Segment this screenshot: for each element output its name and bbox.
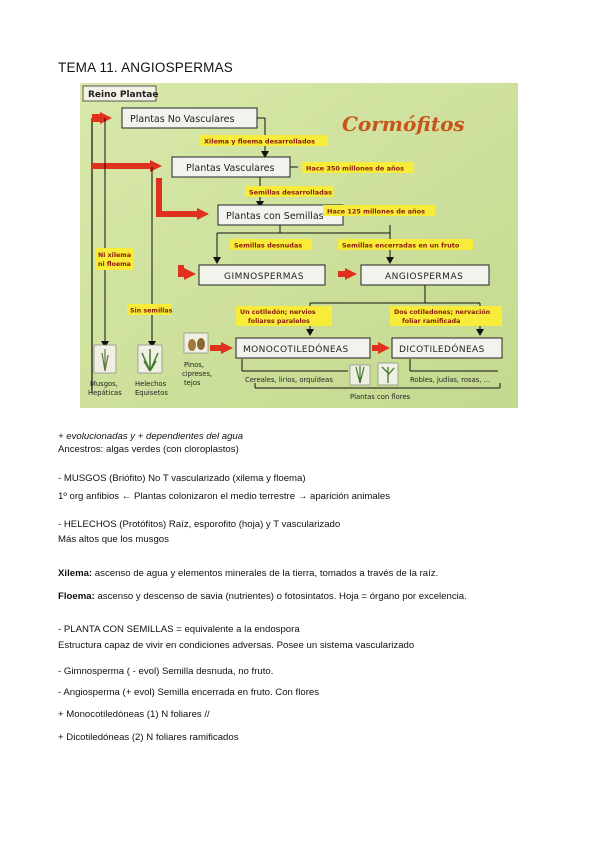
arrow-no-vasc-icon xyxy=(100,112,112,124)
line-helechos-2: Más altos que los musgos xyxy=(58,534,169,545)
svg-text:Equisetos: Equisetos xyxy=(135,389,168,397)
svg-text:Musgos,: Musgos, xyxy=(90,380,118,388)
line-ancestors: Ancestros: algas verdes (con cloroplasto… xyxy=(58,444,239,455)
svg-text:DICOTILEDÓNEAS: DICOTILEDÓNEAS xyxy=(399,343,485,355)
svg-text:GIMNOSPERMAS: GIMNOSPERMAS xyxy=(224,272,304,282)
svg-text:ANGIOSPERMAS: ANGIOSPERMAS xyxy=(385,272,463,282)
diagram-heading: Cormófitos xyxy=(342,112,465,136)
svg-text:Dos cotiledones; nervación: Dos cotiledones; nervación xyxy=(394,308,490,316)
line-musgos-2: 1º org anfibios ← Plantas colonizaron el… xyxy=(58,491,390,502)
kingdom-tag xyxy=(82,85,157,102)
label-un-cotiledon xyxy=(236,306,332,326)
line-monocotiledoneas: + Monocotiledóneas (1) N foliares // xyxy=(58,709,210,720)
svg-text:Semillas encerradas en un frut: Semillas encerradas en un fruto xyxy=(342,242,460,250)
line-helechos-1: - HELECHOS (Protófitos) Raíz, esporofito… xyxy=(58,519,341,530)
box-gimnospermas xyxy=(198,264,326,286)
svg-text:ni floema: ni floema xyxy=(98,261,131,268)
box-monocotiledoneas xyxy=(235,337,371,359)
page-title: TEMA 11. ANGIOSPERMAS xyxy=(58,60,233,75)
label-dos-cotiledones xyxy=(390,306,502,326)
svg-text:Helechos: Helechos xyxy=(135,380,167,388)
line-dicotiledoneas: + Dicotiledóneas (2) N foliares ramifica… xyxy=(58,732,239,743)
svg-text:foliar ramificada: foliar ramificada xyxy=(402,318,460,325)
svg-text:Cereales, lirios, orquídeas: Cereales, lirios, orquídeas xyxy=(245,376,333,384)
label-semillas-desarrolladas xyxy=(245,186,333,197)
svg-text:Hepáticas: Hepáticas xyxy=(88,389,122,397)
line-floema: Floema: ascenso y descenso de savia (nut… xyxy=(58,590,467,603)
arrow-semillas-icon xyxy=(197,208,209,220)
label-ni-xilema xyxy=(95,248,133,270)
box-dicotiledoneas xyxy=(391,337,503,359)
diagram-canvas: Reino Plantae Cormófitos Plantas No Vasc… xyxy=(80,83,518,408)
svg-text:MONOCOTILEDÓNEAS: MONOCOTILEDÓNEAS xyxy=(243,343,349,355)
svg-text:tejos: tejos xyxy=(184,379,201,387)
label-semillas-fruto xyxy=(338,239,473,250)
label-semillas-desnudas xyxy=(230,239,312,250)
svg-text:Un cotiledón; nervios: Un cotiledón; nervios xyxy=(240,308,316,316)
svg-text:Semillas desnudas: Semillas desnudas xyxy=(234,242,302,250)
xilema-definition: ascenso de agua y elementos minerales de… xyxy=(92,568,439,579)
line-semillas-1: - PLANTA CON SEMILLAS = equivalente a la… xyxy=(58,624,300,635)
box-no-vasculares-label: Plantas No Vasculares xyxy=(130,114,234,125)
floema-definition: ascenso y descenso de savia (nutrientes)… xyxy=(94,591,467,602)
svg-text:Sin semillas: Sin semillas xyxy=(130,308,173,315)
arrow-vasc-icon xyxy=(150,160,162,172)
label-hace-350 xyxy=(302,162,414,173)
svg-text:foliares paralelos: foliares paralelos xyxy=(248,318,310,325)
xilema-term: Xilema: xyxy=(58,568,93,579)
line-xilema: Xilema: ascenso de agua y elementos mine… xyxy=(58,567,438,580)
svg-text:Plantas Vasculares: Plantas Vasculares xyxy=(186,163,275,174)
kingdom-label: Reino Plantae xyxy=(88,90,158,100)
floema-term: Floema: xyxy=(58,591,95,602)
label-hace-125 xyxy=(323,205,435,216)
svg-text:Ni xilema: Ni xilema xyxy=(98,252,131,259)
label-sin-semillas xyxy=(127,304,172,315)
svg-text:Plantas con flores: Plantas con flores xyxy=(350,393,411,401)
line-evolution: + evolucionadas y + dependientes del agu… xyxy=(58,431,244,442)
line-gimnosperma: - Gimnosperma ( - evol) Semilla desnuda,… xyxy=(58,666,274,677)
line-angiosperma: - Angiosperma (+ evol) Semilla encerrada… xyxy=(58,687,320,698)
cormofitos-diagram: Reino Plantae Cormófitos Plantas No Vasc… xyxy=(80,83,518,408)
svg-text:Pinos,: Pinos, xyxy=(184,361,204,369)
line-musgos-1: - MUSGOS (Briófito) No T vascularizado (… xyxy=(58,473,306,484)
svg-text:Xilema y floema desarrollados: Xilema y floema desarrollados xyxy=(204,138,315,146)
line-semillas-2: Estructura capaz de vivir en condiciones… xyxy=(58,640,415,651)
label-xilema-floema xyxy=(200,135,328,146)
svg-text:Robles, judías, rosas, ...: Robles, judías, rosas, ... xyxy=(410,376,490,384)
svg-text:Hace 125 millones de años: Hace 125 millones de años xyxy=(327,208,425,216)
svg-text:Hace 350 millones de años: Hace 350 millones de años xyxy=(306,165,404,173)
svg-text:Plantas con Semillas: Plantas con Semillas xyxy=(226,211,324,222)
svg-text:Semillas desarrolladas: Semillas desarrolladas xyxy=(249,189,332,197)
svg-text:cipreses,: cipreses, xyxy=(182,370,212,378)
